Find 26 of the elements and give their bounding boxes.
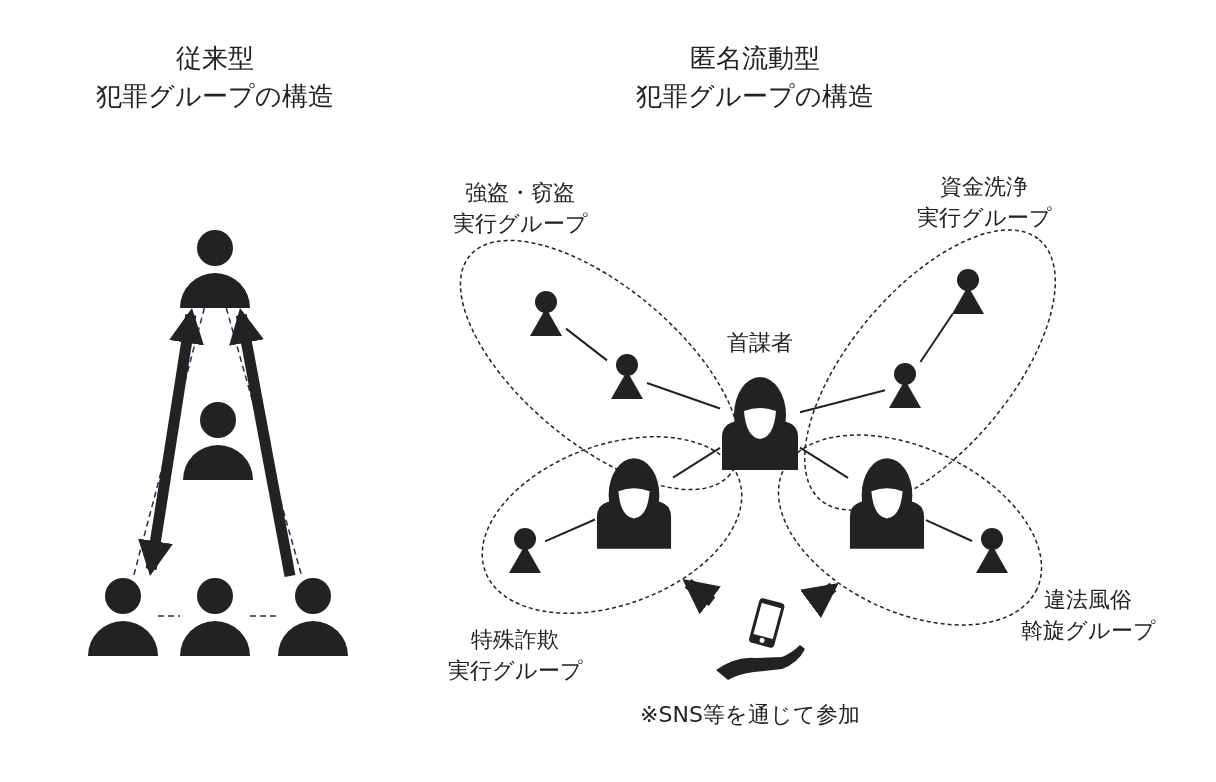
connector-line [544, 518, 596, 543]
group-label: 違法風俗斡旋グループ [1019, 586, 1157, 645]
person-icon [183, 400, 253, 480]
node-label: ※SNS等を通じて参加 [639, 701, 861, 729]
person-icon [278, 576, 348, 656]
connector-line [799, 389, 886, 414]
group-label: 強盗・窃盗実行グループ [451, 179, 589, 238]
arrow [800, 582, 839, 619]
person-icon [88, 576, 158, 656]
connector-line [646, 382, 721, 410]
group-label: 資金洗浄実行グループ [915, 173, 1053, 232]
group-label: 特殊詐欺実行グループ [446, 626, 584, 685]
connector-line [249, 615, 279, 617]
person-icon [180, 576, 250, 656]
person-icon [180, 228, 250, 308]
arrow [682, 578, 722, 615]
heading: 匿名流動型犯罪グループの構造 [635, 42, 875, 113]
group-label: 首謀者 [726, 329, 794, 357]
connector-line [925, 519, 973, 542]
heading: 従来型犯罪グループの構造 [95, 42, 335, 113]
connector-line [157, 615, 181, 617]
hooded-figure-icon [595, 455, 673, 550]
connector-line [672, 446, 721, 479]
hooded-figure-icon [848, 455, 926, 550]
connector-line [565, 327, 608, 362]
connector-line [919, 313, 954, 363]
